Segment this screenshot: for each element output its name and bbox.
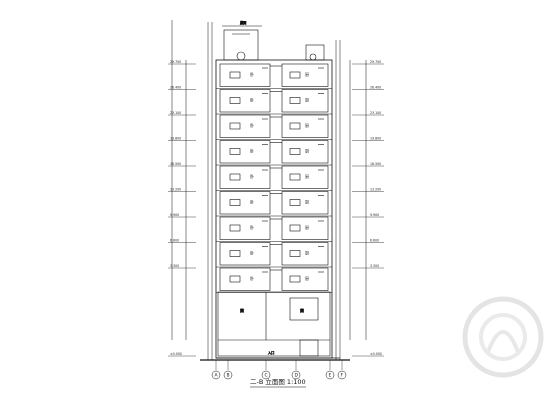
axis-bubble: D	[291, 360, 301, 380]
axis-label: D	[295, 373, 299, 379]
building-outline	[200, 59, 350, 361]
room-label-right: 厨	[305, 97, 309, 103]
floor-row: 卧厨	[216, 267, 332, 293]
axis-bubble: C	[261, 360, 271, 380]
stamp-circle-icon	[462, 296, 544, 378]
axis-label: A	[215, 373, 219, 379]
level-label: 6.600	[370, 239, 379, 243]
room-label-left: 卧	[250, 250, 254, 256]
level-label: 13.200	[170, 188, 181, 192]
axis-bubble: B	[223, 360, 233, 380]
level-label: 29.700	[170, 60, 181, 64]
level-labels-left: 29.700 26.400 23.100 19.800 16.500 13.200 9.90…	[168, 60, 196, 357]
level-label: 26.400	[170, 86, 181, 90]
level-label: 29.700	[370, 60, 381, 64]
room-label-right: 厨	[305, 199, 309, 205]
grid-axes: A B C D E F	[211, 360, 347, 380]
room-label-left: 卧	[250, 224, 254, 230]
room-label-right: 厨	[305, 148, 309, 154]
level-label: ±0.000	[170, 352, 182, 356]
floor-row: 卧厨	[216, 242, 332, 268]
floor-row: 卧厨	[216, 165, 332, 191]
room-label-right: 厨	[305, 173, 309, 179]
axis-bubble: F	[337, 360, 347, 380]
room-label-left: 卧	[250, 199, 254, 205]
floor-row: 卧厨	[216, 140, 332, 166]
ground-entry-label: 入口	[268, 351, 274, 355]
roof-parapet: 屋面	[222, 20, 325, 61]
room-label-right: 厨	[305, 122, 309, 128]
room-label-left: 卧	[250, 97, 254, 103]
roof-tag: 屋面	[240, 20, 246, 25]
room-label-left: 卧	[250, 122, 254, 128]
floor-rows: 卧厨卧厨卧厨卧厨卧厨卧厨卧厨卧厨卧厨	[216, 63, 332, 293]
floor-row: 卧厨	[216, 114, 332, 140]
floor-row: 卧厨	[216, 191, 332, 217]
axis-label: F	[341, 373, 344, 379]
room-label-left: 卧	[250, 148, 254, 154]
level-label: 3.300	[370, 264, 379, 268]
ground-floor: 商 商 入口	[217, 291, 331, 357]
floor-row: 卧厨	[216, 216, 332, 242]
level-labels-right: 29.700 26.400 23.100 19.800 16.500 13.200 9.90…	[352, 60, 384, 357]
axis-label: E	[329, 373, 332, 379]
axis-bubble: A	[211, 360, 221, 380]
level-label: 26.400	[370, 86, 381, 90]
level-label: 19.800	[170, 137, 181, 141]
ground-room-left: 商	[240, 307, 244, 313]
level-label: 3.300	[170, 264, 179, 268]
level-label: 19.800	[370, 137, 381, 141]
level-label: 23.100	[370, 111, 381, 115]
room-label-right: 厨	[305, 250, 309, 256]
level-label: 23.100	[170, 111, 181, 115]
level-label: 9.900	[370, 213, 379, 217]
axis-bubble: E	[325, 360, 335, 380]
room-label-left: 卧	[250, 173, 254, 179]
floor-row: 卧厨	[216, 89, 332, 115]
level-label: 6.600	[170, 239, 179, 243]
level-label: 9.900	[170, 213, 179, 217]
level-label: 13.200	[370, 188, 381, 192]
room-label-left: 卧	[250, 71, 254, 77]
drawing-caption: 二-B 立面图 1:100	[250, 377, 306, 386]
room-label-right: 厨	[305, 275, 309, 281]
level-label: 16.500	[170, 162, 181, 166]
axis-label: C	[265, 373, 268, 379]
room-label-right: 厨	[305, 224, 309, 230]
level-label: 16.500	[370, 162, 381, 166]
level-label: ±0.000	[370, 352, 382, 356]
room-label-left: 卧	[250, 275, 254, 281]
axis-label: B	[227, 373, 230, 379]
floor-row: 卧厨	[216, 63, 332, 89]
room-label-right: 厨	[305, 71, 309, 77]
side-shafts	[171, 20, 367, 360]
ground-room-right: 商	[300, 307, 304, 313]
